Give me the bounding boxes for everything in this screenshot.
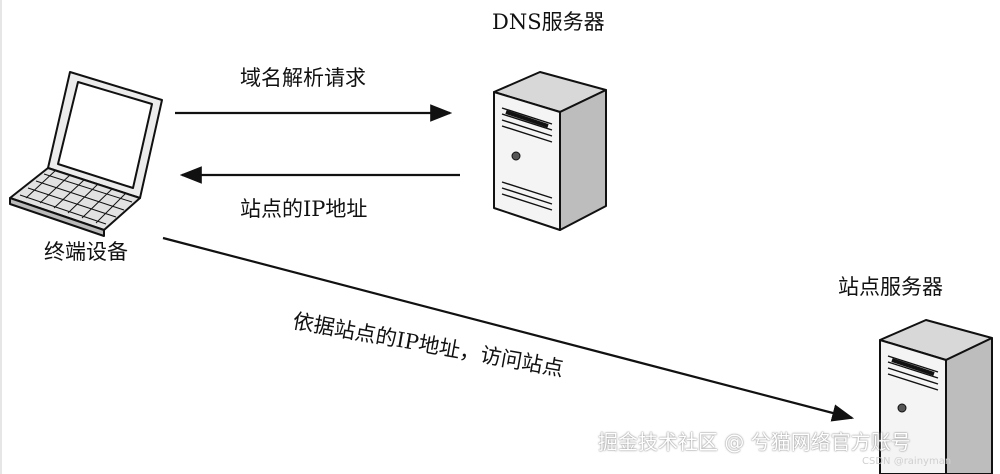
watermark: 掘金技术社区 @ 兮猫网络官方账号 bbox=[598, 430, 911, 454]
site-server-label: 站点服务器 bbox=[838, 275, 943, 299]
watermark-small: CSDN @rainyman bbox=[862, 456, 952, 467]
access-arrow bbox=[162, 236, 855, 422]
dns-server-icon bbox=[493, 71, 607, 231]
dns-server-label: DNS服务器 bbox=[492, 10, 605, 34]
domain-request-label: 域名解析请求 bbox=[240, 66, 366, 90]
site-ip-label: 站点的IP地址 bbox=[240, 197, 368, 221]
terminal-label: 终端设备 bbox=[44, 240, 128, 264]
laptop-icon bbox=[9, 71, 163, 237]
site-server-icon bbox=[879, 319, 993, 474]
